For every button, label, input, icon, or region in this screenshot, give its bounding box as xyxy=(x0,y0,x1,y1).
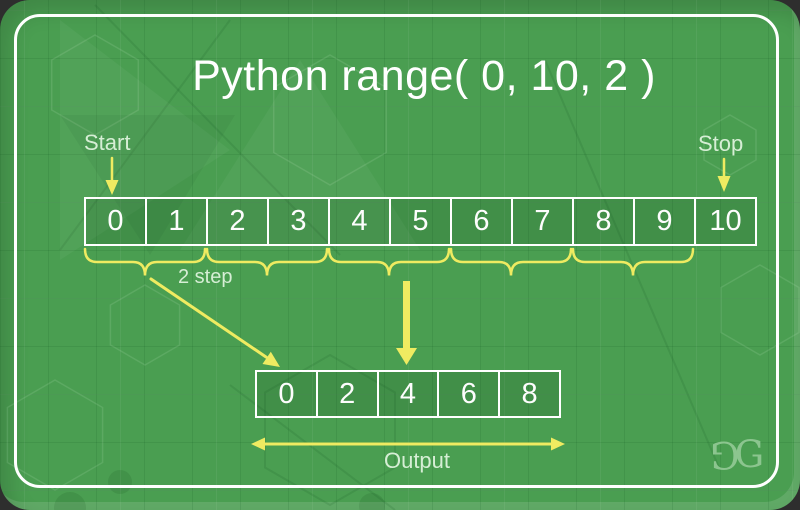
start-label: Start xyxy=(84,130,131,155)
page-title: Python range( 0, 10, 2 ) xyxy=(192,52,656,100)
sequence-cell-3: 3 xyxy=(267,199,328,244)
output-cell-2: 4 xyxy=(376,372,438,416)
step-label: 2 step xyxy=(178,266,233,288)
sequence-cell-7: 7 xyxy=(511,199,572,244)
sequence-cell-4: 4 xyxy=(328,199,389,244)
output-cell-0: 0 xyxy=(278,377,295,410)
output-cell-4: 8 xyxy=(498,372,559,416)
logo-g-glyph: G xyxy=(734,433,765,476)
sequence-cell-9: 9 xyxy=(633,199,694,244)
light-facets xyxy=(60,20,420,260)
dark-dots xyxy=(54,115,385,510)
sequence-cell-5: 5 xyxy=(389,199,450,244)
output-row: 0 2 4 6 8 xyxy=(255,370,561,418)
sequence-cell-0: 0 xyxy=(107,205,124,237)
logo-rotated-g-glyph: G xyxy=(710,433,740,476)
sequence-cell-2: 2 xyxy=(206,199,267,244)
sequence-cell-1: 1 xyxy=(145,199,206,244)
output-label: Output xyxy=(383,448,451,473)
sequence-row: 0 1 2 3 4 5 6 7 8 9 10 xyxy=(84,197,757,246)
output-cell-1: 2 xyxy=(315,372,377,416)
sequence-cell-6: 6 xyxy=(450,199,511,244)
geeksforgeeks-logo: G G xyxy=(710,433,765,476)
diagonal-lines xyxy=(59,4,721,510)
sequence-cell-8: 8 xyxy=(572,199,633,244)
output-cell-3: 6 xyxy=(437,372,498,416)
stop-label: Stop xyxy=(698,131,744,156)
sequence-cell-10: 10 xyxy=(694,199,755,244)
